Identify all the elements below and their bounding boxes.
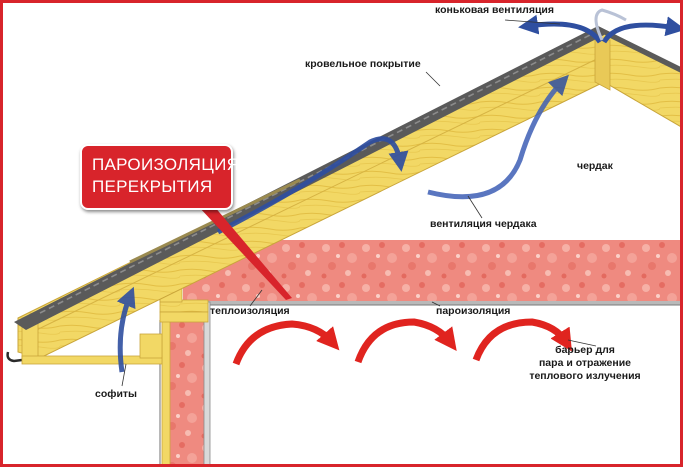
thermal-insulation-label: теплоизоляция (210, 305, 290, 317)
callout-line-1: ПАРОИЗОЛЯЦИЯ (92, 155, 240, 174)
soffit-intake-arrow (116, 286, 136, 373)
leader-vapor (431, 301, 441, 307)
callout-box: ПАРОИЗОЛЯЦИЯ ПЕРЕКРЫТИЯ (80, 144, 240, 210)
barrier-line-2: пара и отражение (538, 357, 632, 369)
barrier-description-label: барьер для пара и отражение теплового из… (520, 344, 650, 383)
soffit-board (21, 355, 163, 365)
soffits-label: софиты (95, 388, 138, 400)
attic-ventilation-label: вентиляция чердака (430, 218, 537, 230)
roof-covering-label: кровельное покрытие (305, 58, 421, 70)
ridge-vent-arrow-left (518, 14, 603, 44)
heat-arrow-3 (472, 318, 572, 362)
callout-pointer (198, 206, 292, 300)
ridge-vent-arrow-right (601, 16, 683, 44)
leader-insulation (249, 289, 263, 307)
barrier-line-3: теплового излучения (529, 370, 641, 382)
leader-soffits (121, 363, 127, 387)
leader-roof-covering (425, 71, 441, 87)
barrier-line-1: барьер для (555, 344, 615, 356)
heat-arrow-1 (232, 320, 340, 366)
heat-arrow-2 (354, 318, 457, 364)
callout-line-2: ПЕРЕКРЫТИЯ (92, 177, 213, 196)
leader-ridge (504, 19, 561, 25)
leader-barrier (567, 339, 597, 347)
attic-label: чердак (577, 160, 613, 172)
wall-insulation (170, 322, 208, 467)
attic-ventilation-arrow (427, 74, 569, 200)
vapor-barrier-label: пароизоляция (436, 305, 511, 317)
rafter-air-flow-arrow (216, 136, 409, 235)
leader-attic-vent (467, 195, 483, 219)
ridge-ventilation-label: коньковая вентиляция (435, 4, 554, 16)
vapor-barrier-layer (183, 301, 683, 305)
